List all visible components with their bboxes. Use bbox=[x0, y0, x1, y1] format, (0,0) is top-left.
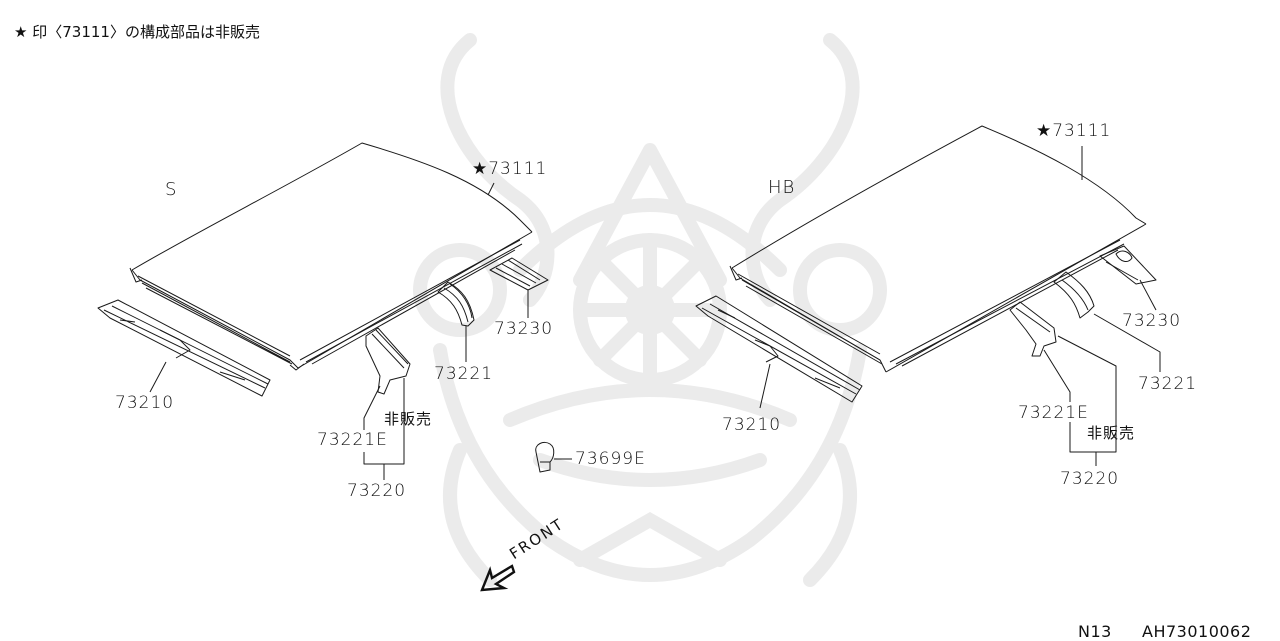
callout-73221-hb[interactable]: 73221 bbox=[1138, 374, 1198, 394]
callout-73220-s[interactable]: 73220 bbox=[347, 481, 407, 501]
leader-73221E-s bbox=[363, 385, 381, 430]
callout-73221E-s[interactable]: 73221E bbox=[317, 430, 388, 450]
rear-rail-73230-hb[interactable] bbox=[1099, 245, 1157, 285]
leader-73221-hb bbox=[1093, 313, 1161, 372]
clip-73699E[interactable] bbox=[535, 441, 555, 473]
callout-73230-s[interactable]: 73230 bbox=[494, 319, 554, 339]
leader-73221E-hb bbox=[1043, 349, 1071, 402]
rear-rail-73230-s[interactable] bbox=[489, 257, 549, 291]
callout-73210-hb[interactable]: 73210 bbox=[722, 415, 782, 435]
leader-73210-hb bbox=[759, 363, 771, 409]
leader-73230-hb bbox=[1139, 279, 1157, 311]
leader-bracket-hb bbox=[1057, 335, 1117, 453]
roof-panel-hb[interactable] bbox=[729, 125, 1147, 373]
header-note: ★ 印〈73111〉の構成部品は非販売 bbox=[14, 21, 260, 42]
callout-73220-hb[interactable]: 73220 bbox=[1060, 469, 1120, 489]
note-text: 印〈73111〉の構成部品は非販売 bbox=[32, 23, 260, 41]
roof-bow-73221-hb[interactable] bbox=[1053, 271, 1095, 319]
callout-73699E[interactable]: 73699E bbox=[575, 449, 646, 469]
callout-73210-s[interactable]: 73210 bbox=[115, 393, 175, 413]
roof-panel-s[interactable] bbox=[129, 142, 533, 371]
not-sold-note-s: 非販売 bbox=[384, 410, 433, 428]
callout-73111-hb[interactable]: ★73111 bbox=[1036, 121, 1112, 141]
variant-label-hb: HB bbox=[768, 177, 796, 198]
star-icon: ★ bbox=[14, 23, 28, 41]
roof-bow-73221-s[interactable] bbox=[437, 281, 475, 327]
callout-73111-s[interactable]: ★73111 bbox=[472, 159, 548, 179]
roof-bow-73221E-s[interactable] bbox=[365, 327, 411, 395]
front-rail-s[interactable] bbox=[97, 299, 271, 397]
model-code: N13 bbox=[1078, 622, 1112, 641]
roof-bow-73221E-hb[interactable] bbox=[1009, 301, 1057, 357]
variant-label-s: S bbox=[165, 179, 178, 200]
diagram-id: AH73010062 bbox=[1142, 622, 1252, 641]
leader-73111-s bbox=[487, 182, 495, 196]
not-sold-note-hb: 非販売 bbox=[1087, 424, 1136, 442]
front-rail-hb[interactable] bbox=[695, 295, 863, 403]
leader-73210-s bbox=[149, 361, 167, 393]
callout-73221-s[interactable]: 73221 bbox=[434, 364, 494, 384]
callout-73221E-hb[interactable]: 73221E bbox=[1018, 403, 1089, 423]
callout-73230-hb[interactable]: 73230 bbox=[1122, 311, 1182, 331]
front-arrow-icon bbox=[480, 564, 516, 592]
